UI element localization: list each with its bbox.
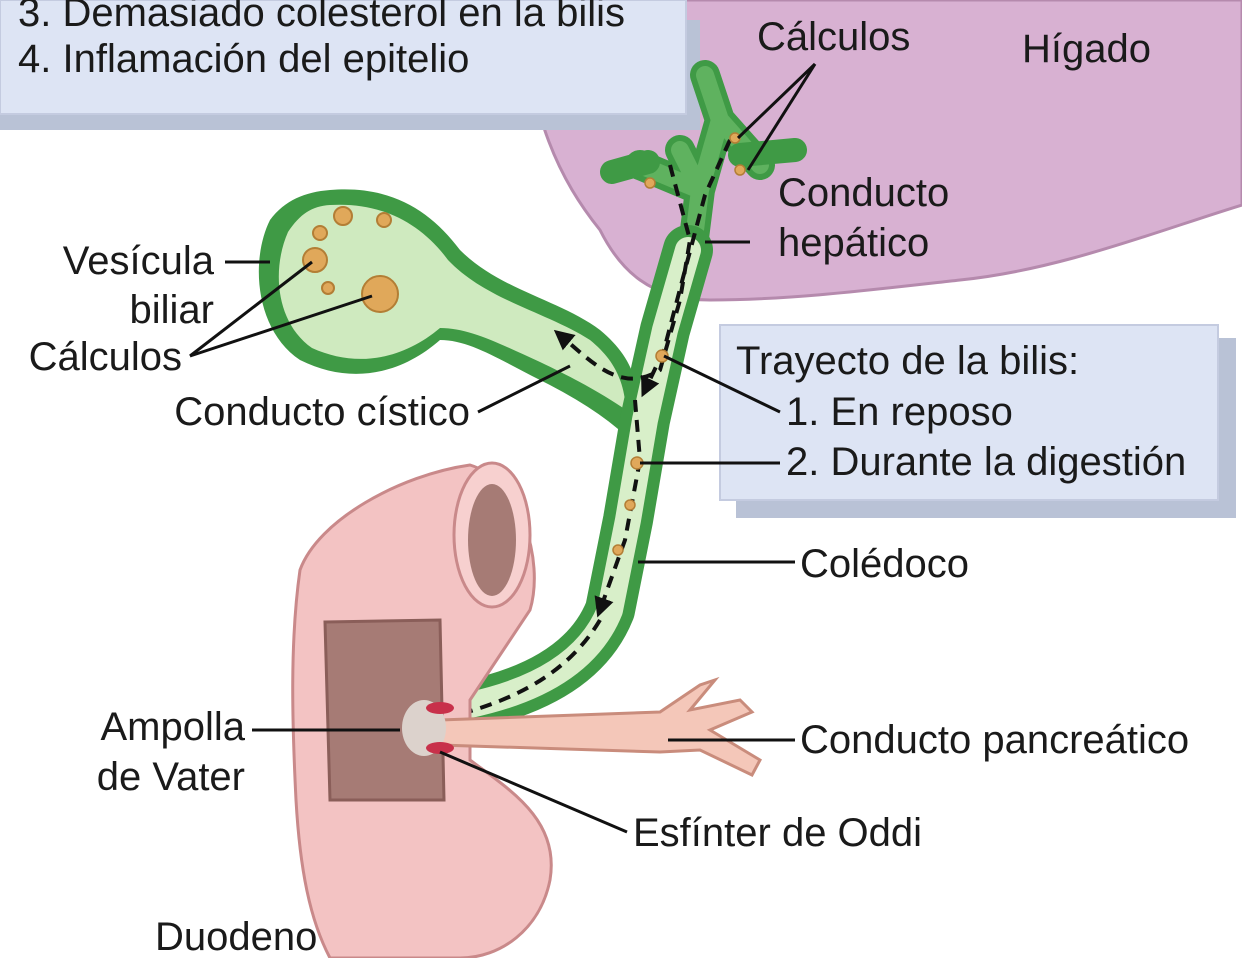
hepatic-duct-label-line2: hepático (778, 221, 929, 265)
sphincter-label: Esfínter de Oddi (633, 811, 922, 855)
ampulla-label-line1: Ampolla (100, 705, 245, 749)
pancreatic-duct-label: Conducto pancreático (800, 718, 1189, 762)
hepatic-duct-label-line1: Conducto (778, 171, 949, 215)
causes-box: 3. Demasiado colesterol en la bilis 4. I… (0, 0, 700, 130)
bile-path-item-1: 1. En reposo (786, 390, 1013, 434)
bile-path-item-2: 2. Durante la digestión (786, 440, 1186, 484)
bile-path-title: Trayecto de la bilis: (736, 339, 1079, 383)
stone (613, 545, 623, 555)
bile-path-box: Trayecto de la bilis: 1. En reposo 2. Du… (720, 325, 1236, 518)
sphincter-upper (426, 702, 454, 714)
gallbladder-stones-label: Cálculos (29, 335, 182, 379)
cystic-duct-label: Conducto cístico (174, 390, 470, 434)
stone (313, 226, 327, 240)
stone (645, 178, 655, 188)
liver-stones-label: Cálculos (757, 15, 910, 59)
gallbladder-label-line2: biliar (130, 288, 214, 332)
stone (735, 165, 745, 175)
duodenum-label: Duodeno (155, 915, 317, 958)
stone (303, 248, 327, 272)
stone (625, 500, 635, 510)
gallbladder-label-line1: Vesícula (63, 239, 215, 283)
common-bile-duct-label: Colédoco (800, 542, 969, 586)
cause-item-4: 4. Inflamación del epitelio (18, 37, 469, 81)
stone (334, 207, 352, 225)
cause-item-3: 3. Demasiado colesterol en la bilis (18, 0, 625, 35)
stone (322, 282, 334, 294)
stone (362, 276, 398, 312)
liver-label: Hígado (1022, 27, 1151, 71)
ampulla-label-line2: de Vater (97, 755, 245, 799)
stone (377, 213, 391, 227)
